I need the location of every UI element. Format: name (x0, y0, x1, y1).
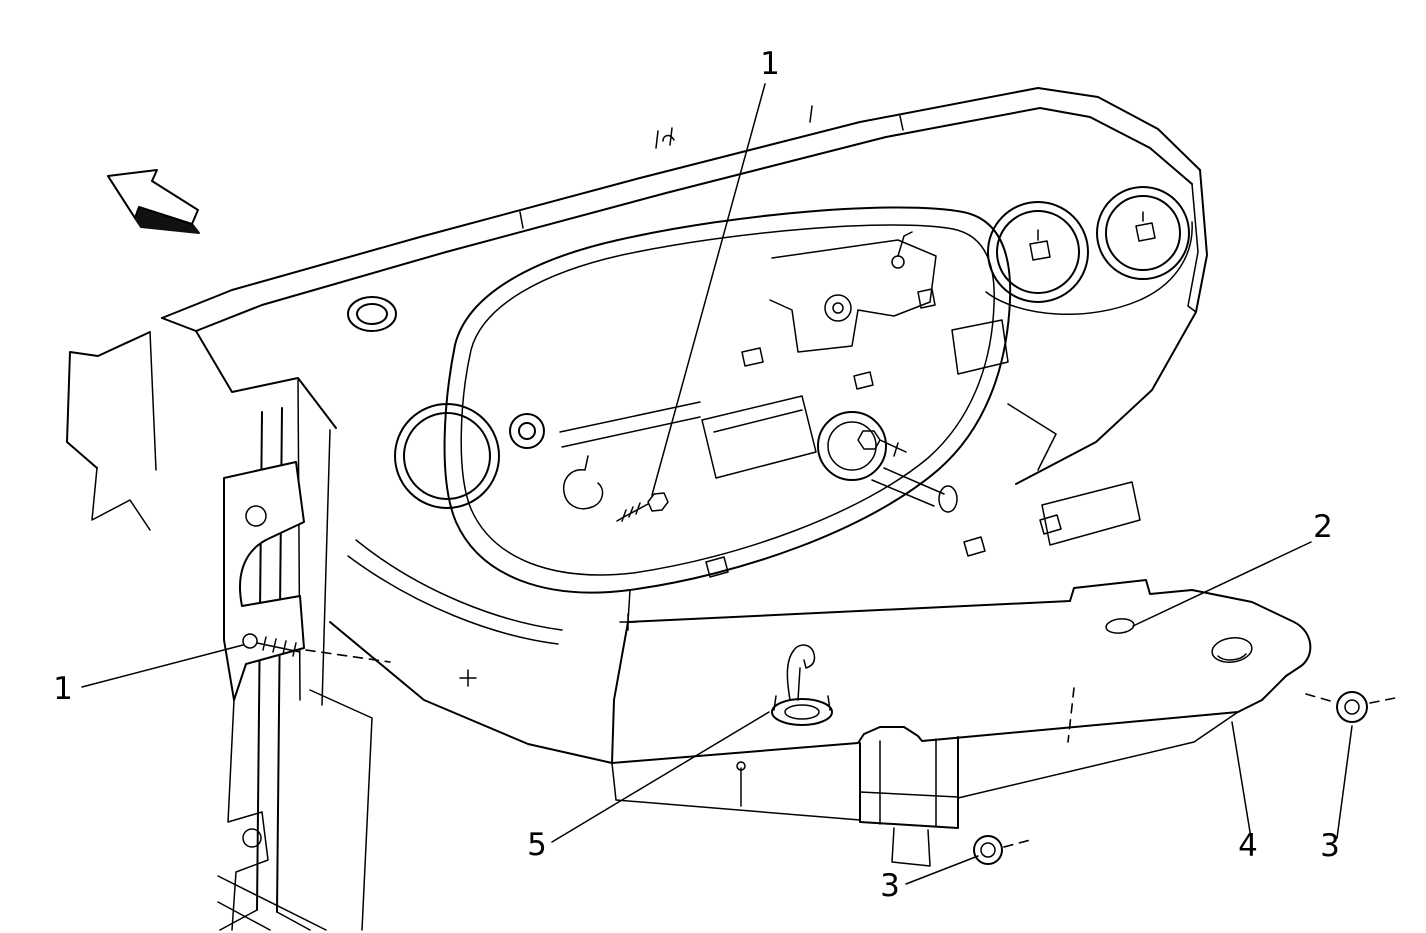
a-pillar-structure (66, 330, 373, 931)
grommet-part-5 (771, 644, 833, 726)
callout-label-1-top: 1 (760, 46, 780, 82)
callout-leader-2 (1132, 541, 1312, 627)
left-small-vent (509, 413, 545, 449)
direction-arrow-icon (107, 169, 200, 234)
steering-column-assembly (559, 231, 1141, 578)
callout-label-3-lower: 3 (880, 868, 900, 904)
callout-leader-1-left (81, 644, 244, 688)
callout-leader-3-lower (905, 855, 979, 885)
right-vent (1096, 186, 1190, 280)
cowl-top-edge (161, 87, 1201, 332)
left-lower-bracket (223, 461, 305, 701)
callout-labels: 1 1 2 3 3 4 5 (53, 46, 1340, 904)
callout-label-3-right: 3 (1320, 828, 1340, 864)
nut-3-right (1305, 691, 1401, 723)
dash-lower-edge (329, 539, 631, 764)
nut-3-lower (973, 835, 1035, 865)
callout-leader-3-right (1336, 725, 1353, 839)
left-oval-vent (347, 296, 397, 332)
dash-right-edge (985, 169, 1208, 485)
instrument-cluster-opening (443, 206, 1012, 594)
callout-leader-5 (551, 711, 770, 843)
left-vent (394, 403, 500, 509)
console-support-bracket (611, 579, 1312, 821)
callout-leader-4 (1231, 721, 1252, 839)
callout-label-1-left: 1 (53, 671, 73, 707)
bolt-1-left (242, 633, 391, 663)
callout-leaders (81, 83, 1353, 885)
shifter-housing-block (859, 736, 959, 867)
center-vent (987, 201, 1089, 303)
callout-label-5: 5 (527, 827, 547, 863)
callout-leader-1-top (651, 83, 766, 496)
callout-label-2: 2 (1313, 509, 1333, 545)
callout-label-4: 4 (1238, 828, 1258, 864)
bolt-1-center (616, 492, 669, 522)
